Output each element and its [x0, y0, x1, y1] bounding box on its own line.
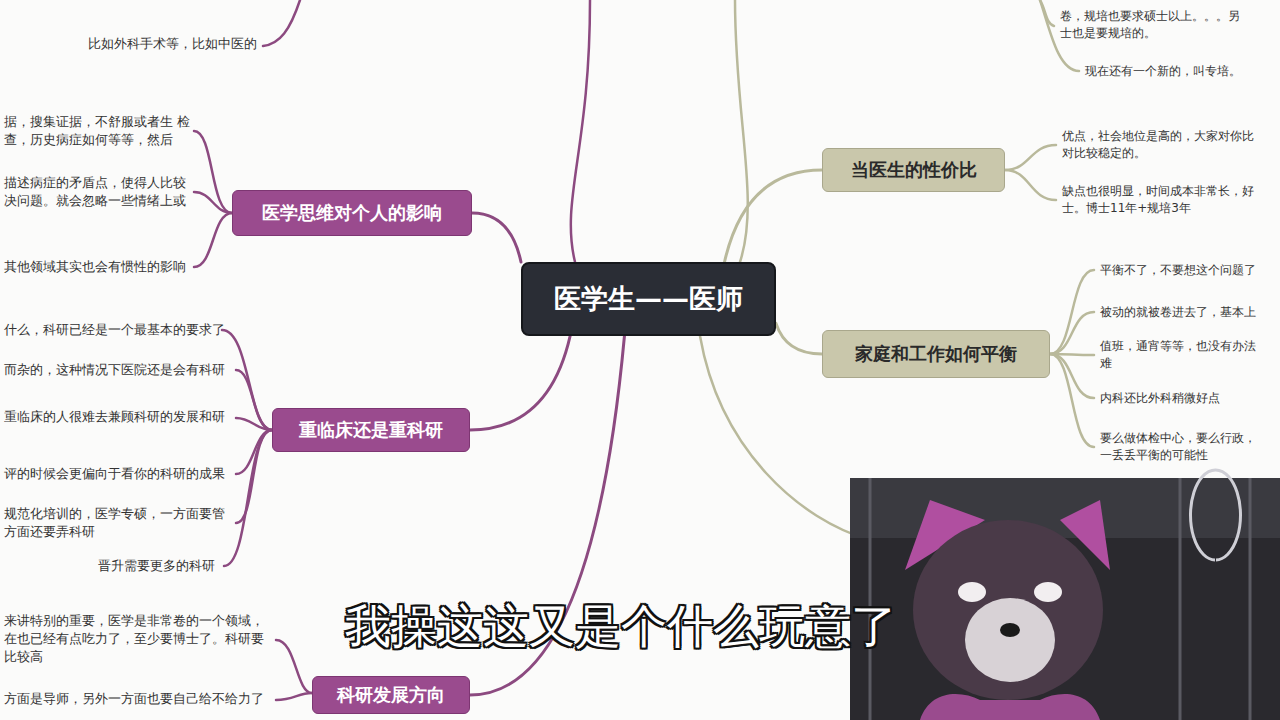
leaf-line — [1005, 145, 1056, 170]
video-frame — [870, 478, 1250, 720]
leaf-line — [1005, 170, 1056, 200]
leaf-note: 其他领域其实也会有惯性的影响 — [4, 258, 186, 276]
leaf-note: 现在还有一个新的，叫专培。 — [1085, 63, 1241, 80]
ring-light — [1191, 470, 1241, 560]
central-topic: 医学生——医师 — [521, 262, 776, 336]
branch-connector — [776, 323, 822, 354]
leaf-line — [194, 213, 232, 267]
branch-topic: 科研发展方向 — [312, 676, 470, 714]
branch-topic: 当医生的性价比 — [822, 148, 1005, 192]
video-ceiling — [850, 478, 1280, 538]
leaf-line — [222, 330, 272, 430]
branch-topic: 重临床还是重科研 — [272, 408, 470, 452]
branch-connector — [470, 336, 570, 430]
leaf-note: 来讲特别的重要，医学是非常卷的一个领域， 在也已经有点吃力了，至少要博士了。科研… — [4, 612, 271, 666]
topic-text: 医学生——医师 — [554, 281, 743, 317]
branch-line — [571, 0, 590, 262]
leaf-line — [1050, 354, 1094, 398]
left-leaf-lines — [194, 0, 590, 700]
costume-head — [913, 520, 1103, 700]
leaf-note: 方面是导师，另外一方面也要自己给不给力了 — [4, 690, 264, 708]
leaf-line — [263, 0, 300, 46]
topic-text: 科研发展方向 — [337, 683, 445, 707]
branch-topic: 家庭和工作如何平衡 — [822, 330, 1050, 378]
costume-muzzle — [965, 598, 1055, 682]
leaf-note: 平衡不了，不要想这个问题了 — [1100, 262, 1256, 279]
topic-text: 重临床还是重科研 — [299, 418, 443, 442]
leaf-note: 卷，规培也要求硕士以上。。。另 士也是要规培的。 — [1060, 8, 1246, 42]
leaf-note: 而杂的，这种情况下医院还是会有科研 — [4, 361, 225, 379]
topic-text: 医学思维对个人的影响 — [262, 201, 442, 225]
costume-eye — [958, 582, 986, 602]
leaf-line — [236, 418, 272, 430]
leaf-note: 要么做体检中心，要么行政， 一丢丢平衡的可能性 — [1100, 430, 1262, 464]
leaf-note: 被动的就被卷进去了，基本上 — [1100, 304, 1256, 321]
topic-text: 当医生的性价比 — [851, 158, 977, 182]
leaf-line — [194, 131, 232, 213]
leaf-note: 优点，社会地位是高的，大家对你比 对比较稳定的。 — [1062, 128, 1260, 162]
leaf-line — [1050, 312, 1094, 354]
costume-body — [920, 694, 1100, 720]
costume-nose — [1000, 623, 1020, 637]
leaf-note: 缺点也很明显，时间成本非常长，好 士。博士11年+规培3年 — [1062, 183, 1260, 217]
branch-connector — [725, 170, 822, 262]
subtitle: 我操这这又是个什么玩意了 — [345, 596, 897, 658]
leaf-note: 评的时候会更偏向于看你的科研的成果 — [4, 465, 225, 483]
leaf-note: 晋升需要更多的科研 — [98, 557, 215, 575]
leaf-line — [276, 640, 312, 693]
topic-text: 家庭和工作如何平衡 — [855, 342, 1017, 366]
leaf-note: 规范化培训的，医学专硕，一方面要管 方面还要弄科研 — [4, 505, 232, 541]
leaf-note: 比如外科手术等，比如中医的 — [88, 35, 257, 53]
video-ground — [850, 478, 1280, 720]
leaf-line — [224, 430, 272, 566]
leaf-note: 据，搜集证据，不舒服或者生 检查，历史病症如何等等，然后 — [4, 113, 193, 149]
leaf-line — [236, 430, 272, 523]
leaf-line — [1050, 270, 1094, 354]
leaf-line — [194, 192, 232, 213]
leaf-note: 内科还比外科稍微好点 — [1100, 390, 1220, 407]
costume-eye — [1034, 582, 1062, 602]
leaf-line — [276, 693, 312, 700]
leaf-note: 描述病症的矛盾点，使得人比较 决问题。就会忽略一些情绪上或 — [4, 174, 193, 210]
branch-connector — [472, 213, 521, 262]
leaf-note: 值班，通宵等等，也没有办法 难 — [1100, 338, 1262, 372]
branch-topic: 医学思维对个人的影响 — [232, 190, 472, 236]
leaf-line — [236, 370, 272, 430]
leaf-note: 重临床的人很难去兼顾科研的发展和研 — [4, 408, 225, 426]
leaf-line — [1050, 354, 1094, 447]
leaf-note: 什么，科研已经是一个最基本的要求了 — [4, 321, 225, 339]
